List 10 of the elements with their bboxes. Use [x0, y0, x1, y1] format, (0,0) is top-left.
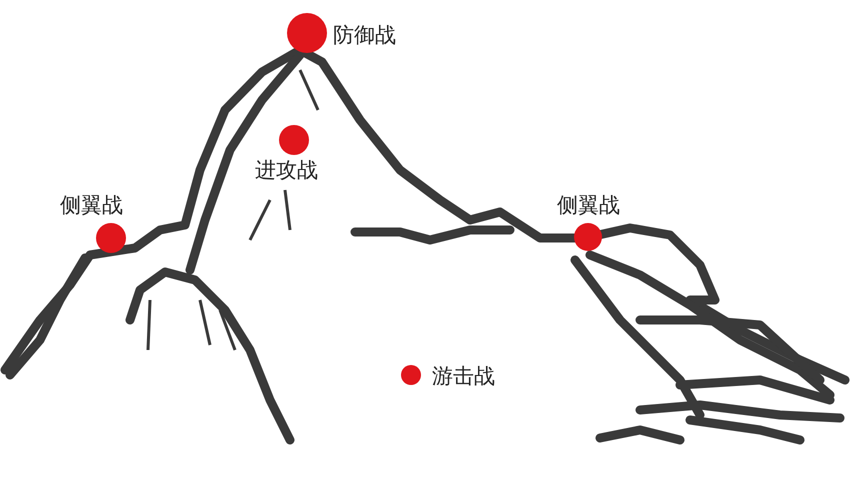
marker-dot — [287, 13, 327, 53]
marker-dot — [96, 223, 126, 253]
point-label: 游击战 — [432, 366, 495, 387]
point-label: 侧翼战 — [557, 195, 620, 216]
point-label: 防御战 — [333, 25, 396, 46]
point-label: 进攻战 — [255, 160, 318, 181]
marker-dot — [574, 223, 602, 251]
marker-dot — [401, 365, 421, 385]
marker-dot — [279, 125, 309, 155]
point-label: 侧翼战 — [60, 195, 123, 216]
